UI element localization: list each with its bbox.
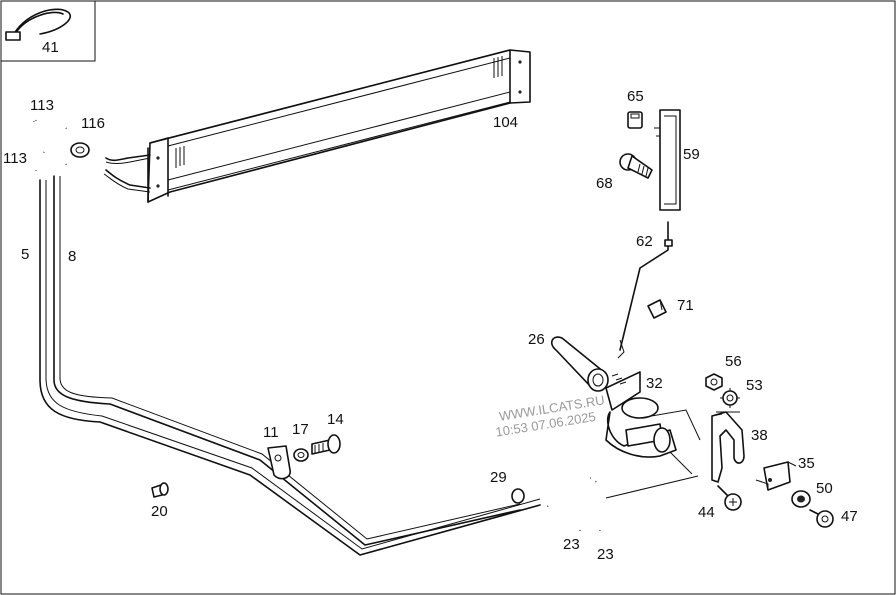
washer-50-drawing	[791, 490, 811, 508]
inset-box	[1, 1, 96, 62]
screw-44-drawing	[717, 485, 742, 511]
label-23-left: 23	[563, 536, 580, 553]
label-113-lower: 113	[3, 150, 27, 167]
washer-53-drawing	[720, 388, 740, 408]
label-11: 11	[263, 424, 279, 441]
label-17: 17	[292, 421, 309, 438]
label-116: 116	[81, 115, 105, 132]
cable-tie-41-drawing	[5, 8, 71, 41]
pin-20-drawing	[151, 482, 169, 498]
bolt-47-drawing	[809, 509, 834, 528]
spacer-17-drawing	[293, 448, 309, 462]
label-44: 44	[698, 504, 715, 521]
label-8: 8	[68, 248, 77, 265]
clip-71-drawing	[647, 299, 667, 319]
label-29: 29	[490, 469, 507, 486]
hoses-23-29-drawing	[511, 474, 606, 531]
label-5: 5	[21, 246, 30, 263]
label-56: 56	[725, 353, 742, 370]
label-59: 59	[683, 146, 700, 163]
label-50: 50	[816, 480, 833, 497]
label-32: 32	[646, 375, 663, 392]
label-104: 104	[493, 114, 519, 131]
label-65: 65	[627, 88, 644, 105]
label-38: 38	[751, 427, 768, 444]
rod-62-drawing	[617, 221, 673, 359]
label-20: 20	[151, 503, 168, 520]
label-68: 68	[596, 175, 613, 192]
bracket-38-drawing	[711, 411, 745, 483]
label-62: 62	[636, 233, 653, 250]
bolt-14-drawing	[311, 434, 341, 455]
hose-113-drawing	[31, 111, 69, 171]
label-14: 14	[327, 411, 344, 428]
switch-35-drawing	[755, 461, 797, 491]
oil-cooler-104-drawing	[103, 49, 531, 203]
label-47: 47	[841, 508, 858, 525]
bracket-59-drawing	[654, 109, 681, 211]
label-113-upper: 113	[30, 97, 54, 114]
grip-26-drawing	[550, 336, 609, 392]
label-35: 35	[798, 455, 815, 472]
nut-56-drawing	[705, 373, 723, 391]
clamp-116-drawing	[70, 142, 90, 158]
clip-11-drawing	[267, 445, 291, 480]
cap-65-drawing	[627, 111, 643, 129]
fitting-68-drawing	[619, 153, 653, 179]
label-41: 41	[42, 39, 59, 56]
label-53: 53	[746, 377, 763, 394]
valve-32-drawing	[605, 371, 701, 499]
label-71: 71	[677, 297, 694, 314]
label-23-right: 23	[597, 546, 614, 563]
label-26: 26	[528, 331, 545, 348]
oil-lines-5-8-drawing	[39, 175, 541, 556]
